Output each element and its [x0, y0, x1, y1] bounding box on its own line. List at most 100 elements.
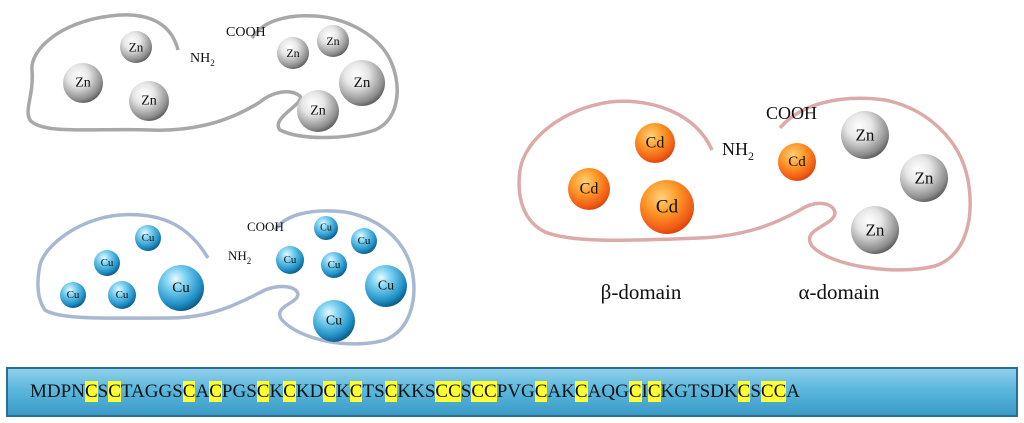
- residue: D: [710, 381, 724, 402]
- svg-text:Zn: Zn: [75, 76, 91, 91]
- svg-text:Cu: Cu: [116, 289, 129, 301]
- cadmium-ion: Cd: [640, 180, 694, 234]
- cadmium-cooh-label: COOH: [766, 103, 817, 123]
- residue: K: [397, 381, 412, 402]
- cysteine-residue: C: [435, 381, 449, 402]
- zinc-ion: Zn: [129, 81, 169, 121]
- residue: A: [195, 381, 210, 402]
- zinc-ion: Zn: [339, 60, 385, 106]
- copper-ion: Cu: [314, 216, 338, 240]
- cysteine-residue: C: [209, 381, 222, 402]
- svg-text:Zn: Zn: [866, 221, 885, 240]
- copper-protein-outline: [36, 209, 416, 346]
- residue: Q: [601, 381, 616, 402]
- residue: T: [362, 381, 375, 402]
- svg-text:Cd: Cd: [646, 135, 665, 152]
- cadmium-ion: Cd: [635, 123, 675, 163]
- cadmium-nh2-label: NH2: [722, 139, 754, 163]
- cysteine-residue: C: [283, 381, 296, 402]
- residue: A: [786, 381, 801, 402]
- svg-text:Cu: Cu: [378, 279, 394, 294]
- zinc-metallothionein-panel: COOH NH2 Zn Zn Zn Zn Zn Zn Zn: [26, 13, 399, 140]
- cysteine-residue: C: [737, 381, 751, 402]
- cysteine-residue: C: [574, 381, 588, 402]
- zinc-protein-outline: [26, 13, 399, 140]
- svg-text:Zn: Zn: [141, 94, 157, 109]
- svg-text:Cu: Cu: [320, 223, 332, 234]
- zinc-ion: Zn: [851, 206, 899, 254]
- residue: K: [723, 381, 738, 402]
- copper-ion: Cu: [135, 225, 161, 251]
- residue: T: [120, 381, 131, 402]
- cadmium-ion: Cd: [778, 143, 816, 181]
- cysteine-residue: C: [108, 381, 121, 402]
- residue: S: [246, 381, 257, 402]
- residue: S: [172, 381, 183, 402]
- svg-text:Cd: Cd: [656, 197, 679, 218]
- copper-ion: Cu: [60, 282, 86, 308]
- residue: D: [309, 381, 324, 402]
- residue: N: [71, 381, 85, 402]
- residue: S: [374, 381, 385, 402]
- residue: V: [507, 381, 522, 402]
- cysteine-residue: C: [647, 381, 661, 402]
- copper-nh2-label: NH2: [228, 248, 251, 266]
- zinc-ion: Zn: [120, 31, 152, 63]
- residue: G: [521, 381, 535, 402]
- svg-text:Zn: Zn: [354, 75, 371, 91]
- residue: S: [460, 381, 472, 402]
- svg-text:Cu: Cu: [67, 289, 80, 301]
- cadmium-protein-outline: [517, 96, 972, 272]
- zinc-ion: Zn: [63, 63, 103, 103]
- zinc-nh2-label: NH2: [190, 51, 215, 68]
- residue: A: [587, 381, 602, 402]
- alpha-domain-label: α-domain: [799, 280, 880, 304]
- residue: K: [660, 381, 675, 402]
- residue: A: [131, 381, 145, 402]
- copper-ion: Cu: [313, 300, 355, 342]
- residue: S: [699, 381, 711, 402]
- cysteine-residue: C: [84, 381, 98, 402]
- beta-domain-label: β-domain: [601, 280, 682, 304]
- cysteine-residue: C: [384, 381, 398, 402]
- residue: K: [336, 381, 350, 402]
- residue: D: [46, 381, 61, 402]
- svg-text:Cu: Cu: [284, 254, 297, 266]
- cysteine-residue: C: [323, 381, 337, 402]
- cadmium-metallothionein-panel: COOH NH2 Cd Cd Cd Cd Zn Zn Zn β-domain α…: [517, 96, 972, 304]
- residue: K: [295, 381, 310, 402]
- residue: A: [547, 381, 562, 402]
- zinc-ion: Zn: [900, 154, 948, 202]
- zinc-ion: Zn: [317, 25, 349, 57]
- cysteine-residue: C: [484, 381, 497, 402]
- cysteine-residue: C: [628, 381, 642, 402]
- cysteine-residue: C: [349, 381, 363, 402]
- residue: K: [411, 381, 425, 402]
- cysteine-residue: C: [256, 381, 270, 402]
- residue: T: [687, 381, 700, 402]
- svg-text:Cd: Cd: [788, 154, 806, 170]
- copper-ion: Cu: [365, 265, 407, 307]
- residue: K: [561, 381, 575, 402]
- cysteine-residue: C: [182, 381, 196, 402]
- residue: K: [269, 381, 284, 402]
- residue: P: [60, 381, 72, 402]
- copper-ion: Cu: [351, 228, 377, 254]
- residue: G: [232, 381, 247, 402]
- residue: G: [615, 381, 629, 402]
- cysteine-residue: C: [760, 381, 774, 402]
- residue: G: [674, 381, 688, 402]
- copper-ion: Cu: [321, 252, 347, 278]
- residue: S: [97, 381, 109, 402]
- cysteine-residue: C: [534, 381, 548, 402]
- svg-text:Cd: Cd: [580, 181, 599, 198]
- svg-text:Cu: Cu: [326, 314, 342, 329]
- amino-acid-sequence-bar: MDPNCSCTAGGSCACPGSCKCKDCKCTSCKKSCCSCCPVG…: [6, 367, 1018, 417]
- svg-text:Zn: Zn: [286, 46, 299, 60]
- copper-cooh-label: COOH: [247, 219, 284, 234]
- svg-text:Zn: Zn: [915, 169, 934, 188]
- cysteine-residue: C: [448, 381, 461, 402]
- svg-text:Cu: Cu: [172, 280, 190, 296]
- zinc-cooh-label: COOH: [226, 25, 266, 40]
- residue: S: [750, 381, 761, 402]
